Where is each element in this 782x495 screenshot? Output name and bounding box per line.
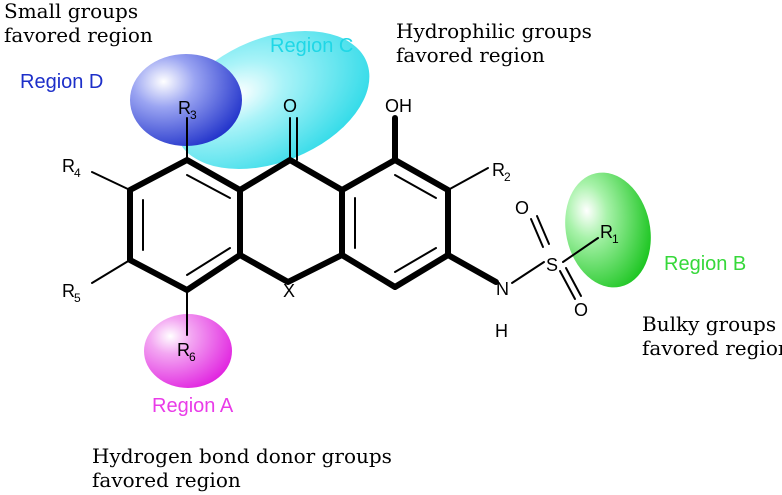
substituent-r4: R 4 <box>62 156 81 180</box>
svg-text:R: R <box>177 340 190 360</box>
sulfonyl-oxygen-bottom: O <box>574 300 588 320</box>
region-d-ellipse <box>130 54 242 146</box>
bridge-atom: X <box>283 281 295 301</box>
region-b-ellipse <box>565 172 651 288</box>
svg-text:R: R <box>600 222 613 242</box>
region-c-ellipse <box>174 30 370 170</box>
svg-text:R: R <box>62 281 75 301</box>
svg-text:5: 5 <box>74 291 81 305</box>
svg-text:4: 4 <box>74 166 81 180</box>
small-groups-note-line2: favored region <box>4 23 153 47</box>
substituent-r3: R 3 <box>178 98 197 122</box>
small-groups-note-line1: Small groups <box>4 0 138 23</box>
xanthone-core <box>91 115 599 336</box>
substituent-r5: R 5 <box>62 281 81 305</box>
substituent-r1: R 1 <box>600 222 619 246</box>
bulky-note-line1: Bulky groups <box>642 312 776 336</box>
svg-text:R: R <box>178 98 191 118</box>
bulky-note-line2: favored region <box>642 336 782 360</box>
region-d-label: Region D <box>20 71 103 93</box>
svg-text:R: R <box>492 160 505 180</box>
hydrogen-atom: H <box>495 321 508 341</box>
sulfur-atom: S <box>546 255 558 275</box>
region-a-ellipse <box>144 314 232 388</box>
hbond-note-line2: favored region <box>92 468 241 492</box>
region-c-label: Region C <box>270 35 353 57</box>
substituent-r6: R 6 <box>177 340 196 364</box>
svg-text:2: 2 <box>504 170 511 184</box>
svg-text:3: 3 <box>190 108 197 122</box>
svg-text:6: 6 <box>189 350 196 364</box>
svg-text:R: R <box>62 156 75 176</box>
nitrogen-atom: N <box>496 279 509 299</box>
carbonyl-oxygen: O <box>283 96 297 116</box>
region-b-label: Region B <box>664 253 746 275</box>
hydroxyl-group: OH <box>385 96 412 116</box>
region-a-label: Region A <box>152 395 234 417</box>
sulfonyl-oxygen-top: O <box>515 198 529 218</box>
svg-text:1: 1 <box>612 232 619 246</box>
hydrophilic-note-line1: Hydrophilic groups <box>396 19 592 43</box>
hbond-note-line1: Hydrogen bond donor groups <box>92 444 392 468</box>
substituent-r2: R 2 <box>492 160 511 184</box>
hydrophilic-note-line2: favored region <box>396 43 545 67</box>
